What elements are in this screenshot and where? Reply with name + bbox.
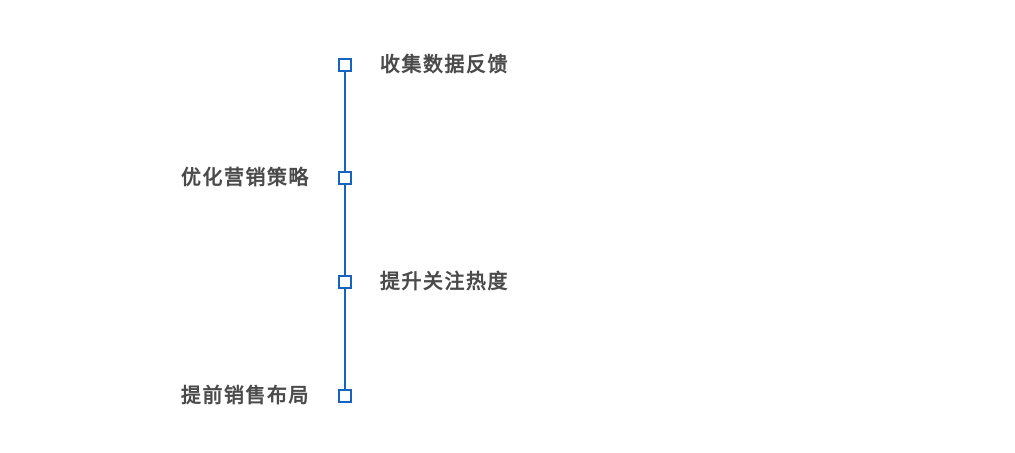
timeline-node <box>338 275 352 289</box>
timeline-label: 提前销售布局 <box>181 385 310 407</box>
timeline-line <box>344 65 346 396</box>
timeline-node <box>338 389 352 403</box>
timeline-node <box>338 58 352 72</box>
timeline-label: 提升关注热度 <box>380 271 509 293</box>
timeline-label: 优化营销策略 <box>181 167 310 189</box>
timeline-label: 收集数据反馈 <box>380 54 509 76</box>
timeline-node <box>338 171 352 185</box>
